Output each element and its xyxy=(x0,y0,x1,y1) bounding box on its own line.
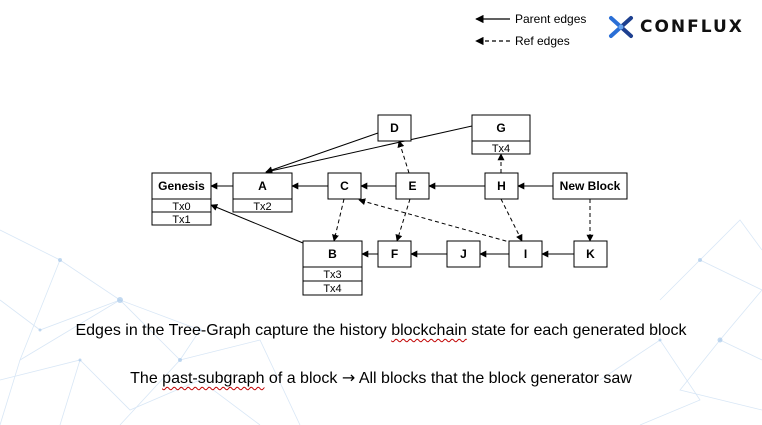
ref-edge-c-b xyxy=(332,198,345,242)
conflux-logo-icon xyxy=(609,16,633,38)
parent-edge-d-a xyxy=(265,132,379,174)
caption-1-before: Edges in the Tree-Graph capture the hist… xyxy=(75,322,392,339)
ref-edge-e-f xyxy=(395,198,411,242)
block-genesis-label: Genesis xyxy=(158,179,205,193)
block-new-label: New Block xyxy=(560,179,621,193)
block-genesis-tx1: Tx1 xyxy=(172,214,190,226)
block-b-label: B xyxy=(328,247,337,261)
caption-2-flagged-word: past-subgraph xyxy=(162,370,265,387)
block-e-label: E xyxy=(408,179,416,193)
block-a xyxy=(232,172,293,213)
caption-1-after: state for each generated block xyxy=(466,322,687,339)
block-d-label: D xyxy=(390,121,399,135)
block-k xyxy=(573,240,608,268)
block-d xyxy=(377,114,412,142)
block-a-tx0: Tx2 xyxy=(253,201,271,213)
block-j-label: J xyxy=(460,247,467,261)
legend-ref-label: Ref edges xyxy=(515,34,570,48)
block-genesis-tx0: Tx0 xyxy=(172,201,190,213)
parent-edge-g-a xyxy=(265,125,473,175)
block-b-tx0: Tx3 xyxy=(323,269,341,281)
block-e xyxy=(395,172,430,200)
caption-1-flagged-word: blockchain xyxy=(391,322,467,339)
block-i xyxy=(508,240,543,268)
legend-parent-label: Parent edges xyxy=(515,12,586,26)
block-h-label: H xyxy=(497,179,506,193)
parent-edge-b-genesis xyxy=(210,204,304,244)
block-a-label: A xyxy=(258,179,267,193)
block-f xyxy=(377,240,412,268)
caption-2-tail: All blocks that the block generator saw xyxy=(355,370,632,387)
arrow-right-icon: → xyxy=(341,368,356,387)
ref-edge-e-d xyxy=(397,140,410,174)
ref-edge-h-i xyxy=(500,198,523,242)
block-b-tx1: Tx4 xyxy=(323,283,341,295)
block-genesis xyxy=(151,172,212,226)
block-j xyxy=(446,240,481,268)
block-new xyxy=(552,172,628,200)
caption-2-before: The xyxy=(130,370,163,387)
ref-edge-i-c xyxy=(358,198,514,244)
legend: Parent edges Ref edges xyxy=(475,12,586,48)
block-c xyxy=(327,172,362,200)
caption-2-after: of a block xyxy=(264,370,342,387)
caption-past-subgraph: The past-subgraph of a block → All block… xyxy=(0,368,762,388)
block-g-label: G xyxy=(496,121,505,135)
block-g xyxy=(471,114,531,155)
block-f-label: F xyxy=(391,247,398,261)
block-b xyxy=(302,240,363,296)
block-i-label: I xyxy=(524,247,527,261)
block-k-label: K xyxy=(586,247,595,261)
block-h xyxy=(484,172,519,200)
block-c-label: C xyxy=(340,179,349,193)
conflux-logo: CONFLUX xyxy=(608,14,744,40)
caption-tree-graph-history: Edges in the Tree-Graph capture the hist… xyxy=(0,322,762,340)
conflux-logo-wordmark: CONFLUX xyxy=(640,17,744,37)
block-g-tx0: Tx4 xyxy=(492,143,510,155)
